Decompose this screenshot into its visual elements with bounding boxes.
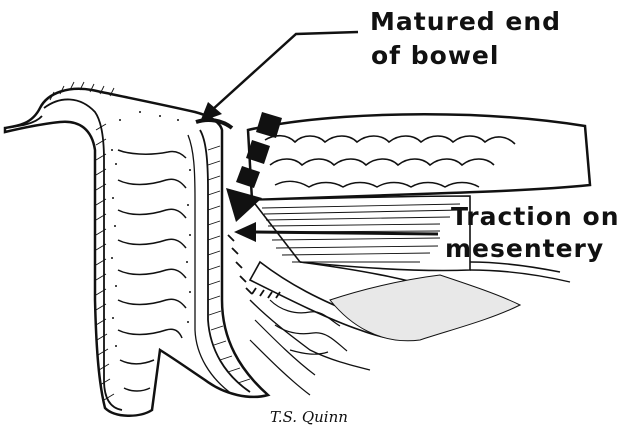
traction-label-line1: Traction on [451,204,620,229]
bowel-loop [5,82,280,416]
traction-label-line2: mesentery [445,236,604,261]
artist-signature: T.S. Quinn [270,408,348,426]
matured-end-label-line1: Matured end [370,9,561,34]
matured-end-arrow [200,32,358,122]
mesentery [250,262,520,395]
matured-end-label-line2: of bowel [371,43,499,68]
